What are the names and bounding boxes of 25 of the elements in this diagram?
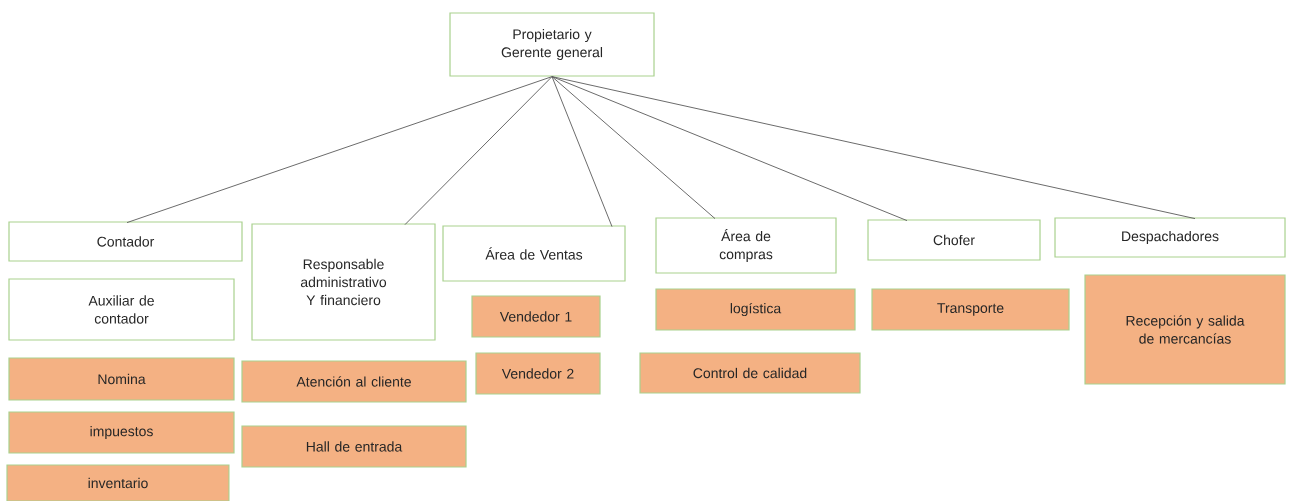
role-box: Vendedor 1	[471, 295, 601, 338]
connector-line	[551, 76, 716, 220]
connector-line	[126, 76, 553, 224]
connector-line	[404, 76, 553, 226]
connector-line	[551, 76, 908, 222]
position-box: Contador	[8, 221, 243, 262]
role-box: Control de calidad	[639, 352, 861, 394]
role-box: impuestos	[8, 411, 235, 454]
role-box: Vendedor 2	[475, 352, 601, 395]
position-box: Responsable administrativo Y financiero	[251, 223, 436, 341]
position-box: Chofer	[867, 219, 1041, 261]
role-box: Transporte	[871, 288, 1070, 331]
role-box: Hall de entrada	[241, 425, 467, 468]
role-box: logística	[655, 288, 856, 331]
role-box: inventario	[6, 464, 230, 501]
connector-line	[551, 76, 613, 228]
position-box: Auxiliar de contador	[8, 278, 235, 341]
position-box: Despachadores	[1054, 217, 1286, 258]
role-box: Nomina	[8, 357, 235, 401]
position-box: Área de Ventas	[442, 225, 626, 282]
connector-line	[551, 76, 1196, 220]
position-box: Área de compras	[655, 217, 837, 274]
role-box: Recepción y salida de mercancías	[1084, 274, 1286, 385]
position-box: Propietario y Gerente general	[449, 12, 655, 77]
role-box: Atención al cliente	[241, 360, 467, 403]
